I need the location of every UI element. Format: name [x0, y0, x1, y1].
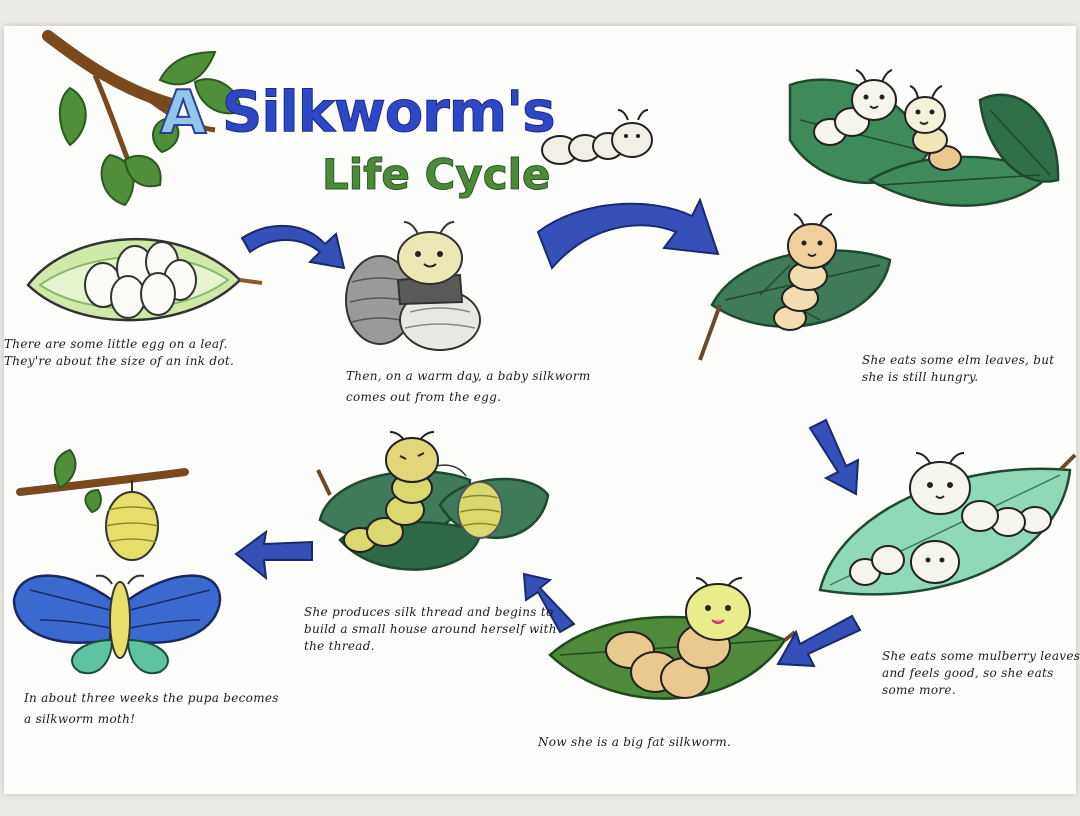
caption-line: They're about the size of an ink dot.: [4, 354, 235, 368]
caption-line: comes out from the egg.: [346, 390, 502, 404]
caption-line: the thread.: [304, 639, 375, 653]
caption-line: she is still hungry.: [862, 370, 979, 384]
caption-line: She eats some elm leaves, but: [862, 353, 1055, 367]
caption-eating-elm: She eats some elm leaves, but she is sti…: [862, 352, 1054, 386]
title-first-letter: A: [159, 77, 207, 149]
caption-eggs: There are some little egg on a leaf. The…: [4, 336, 234, 370]
caption-line: She produces silk thread and begins to: [304, 605, 554, 619]
caption-line: Then, on a warm day, a baby silkworm: [346, 369, 591, 383]
caption-spinning: She produces silk thread and begins to b…: [304, 604, 557, 655]
caption-line: and feels good, so she eats: [882, 666, 1054, 680]
caption-line: In about three weeks the pupa becomes: [24, 691, 279, 705]
caption-line: There are some little egg on a leaf.: [4, 337, 228, 351]
caption-moth: In about three weeks the pupa becomes a …: [24, 690, 279, 728]
caption-line: Now she is a big fat silkworm.: [538, 735, 732, 749]
page-title: Silkworm's: [222, 80, 557, 146]
caption-line: a silkworm moth!: [24, 712, 136, 726]
caption-line: build a small house around herself with: [304, 622, 557, 636]
caption-line: She eats some mulberry leaves: [882, 649, 1080, 663]
caption-hatching: Then, on a warm day, a baby silkworm com…: [346, 368, 591, 406]
caption-eating-mulberry: She eats some mulberry leaves and feels …: [882, 648, 1080, 699]
caption-line: some more.: [882, 683, 956, 697]
caption-big-fat: Now she is a big fat silkworm.: [538, 734, 731, 751]
page-subtitle: Life Cycle: [322, 150, 552, 200]
